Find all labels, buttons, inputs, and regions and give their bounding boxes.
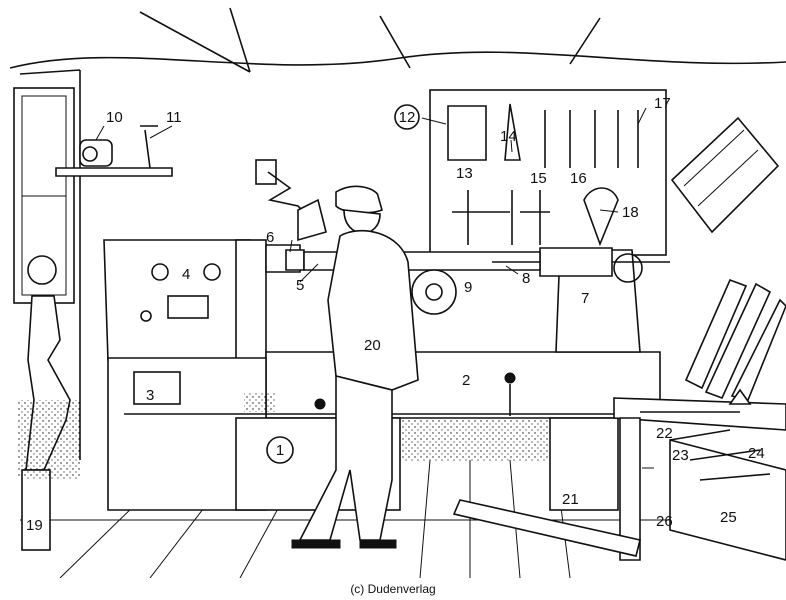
label-24: 24 (748, 445, 765, 462)
label-22: 22 (656, 425, 673, 442)
label-10: 10 (106, 109, 123, 126)
label-18: 18 (622, 204, 639, 221)
lathe-headstock (103, 239, 305, 361)
label-5: 5 (296, 277, 304, 294)
turner-workshop-illustration: 1 2 3 4 5 6 7 8 9 10 11 12 13 14 15 16 1… (9, 7, 786, 578)
label-8: 8 (522, 270, 530, 287)
turner (291, 185, 419, 549)
lathe-tailstock (539, 247, 670, 353)
label-11: 11 (166, 109, 182, 126)
label-3: 3 (146, 387, 154, 404)
workbench (613, 388, 786, 561)
label-4: 4 (182, 266, 190, 283)
face-plate (411, 269, 457, 315)
callout-circle-12 (394, 104, 420, 130)
label-17: 17 (654, 95, 671, 112)
room (9, 7, 786, 578)
label-26: 26 (656, 513, 673, 530)
label-14: 14 (500, 128, 517, 145)
label-2: 2 (462, 372, 470, 389)
copyright-credit: (c) Dudenverlag (350, 582, 436, 596)
timber-stack (684, 278, 786, 401)
lamp (255, 159, 327, 242)
callouts: 1 2 3 4 5 6 7 8 9 10 11 12 13 14 15 16 1… (26, 95, 765, 534)
turned-baluster (18, 255, 80, 551)
label-13: 13 (456, 165, 473, 182)
label-23: 23 (672, 447, 689, 464)
tool-board (429, 89, 667, 256)
label-25: 25 (720, 509, 737, 526)
label-7: 7 (581, 290, 589, 307)
label-21: 21 (562, 491, 579, 508)
frame-saw (670, 116, 780, 234)
label-15: 15 (530, 170, 547, 187)
label-19: 19 (26, 517, 43, 534)
label-12: 12 (399, 109, 416, 126)
label-16: 16 (570, 170, 587, 187)
leader-lines (95, 107, 654, 469)
shelf (55, 125, 173, 177)
label-9: 9 (464, 279, 472, 296)
callout-circle-1 (266, 436, 294, 464)
label-6: 6 (266, 229, 274, 246)
label-20: 20 (364, 337, 381, 354)
loose-board (452, 499, 641, 557)
label-1: 1 (276, 442, 284, 459)
